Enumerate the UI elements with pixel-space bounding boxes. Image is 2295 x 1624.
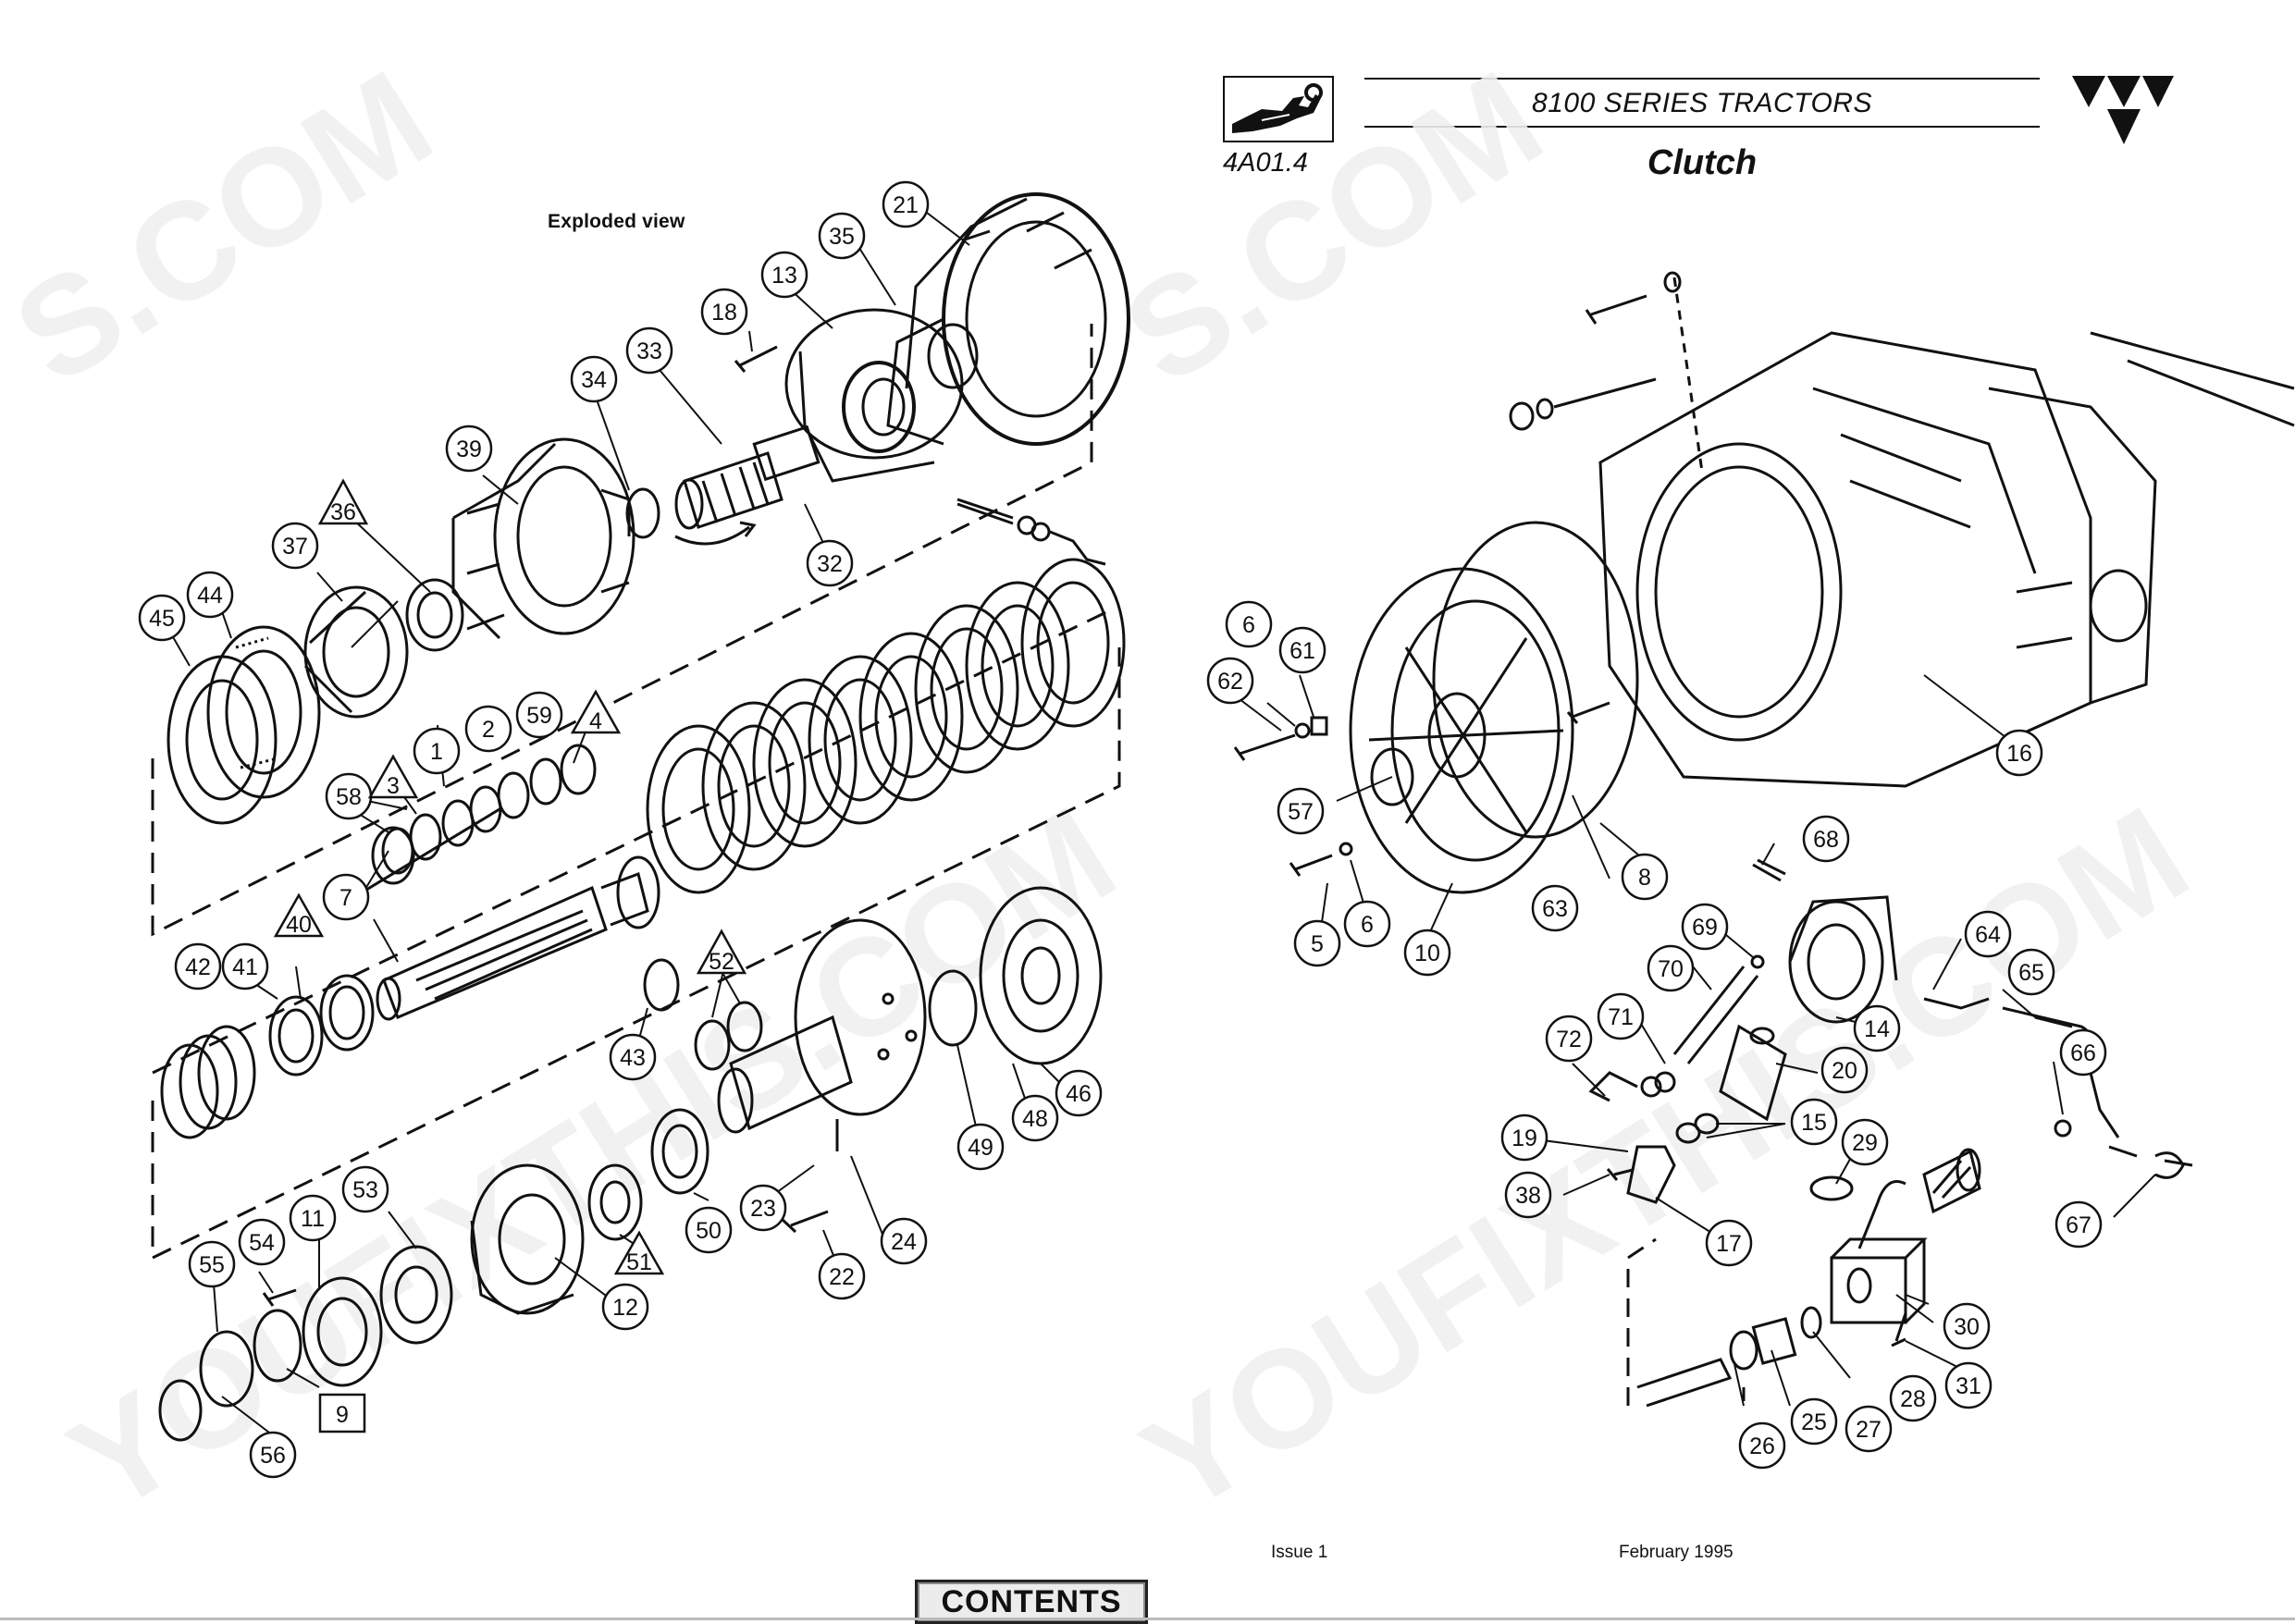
svg-text:52: 52 [709,949,734,975]
svg-text:16: 16 [2006,741,2032,767]
svg-text:39: 39 [456,437,482,462]
svg-text:66: 66 [2070,1040,2096,1066]
svg-text:28: 28 [1900,1386,1926,1412]
svg-text:5: 5 [1311,931,1324,957]
svg-text:69: 69 [1692,915,1718,941]
header-top-rule [1364,78,2040,80]
svg-text:6: 6 [1242,612,1255,638]
svg-text:6: 6 [1361,912,1374,938]
svg-text:50: 50 [696,1218,722,1244]
svg-text:12: 12 [612,1295,638,1321]
svg-text:56: 56 [260,1443,286,1469]
svg-text:37: 37 [282,534,308,560]
svg-text:2: 2 [482,717,495,743]
svg-text:22: 22 [829,1264,855,1290]
svg-text:54: 54 [249,1230,275,1256]
svg-text:41: 41 [232,954,258,980]
svg-text:30: 30 [1954,1314,1980,1340]
svg-text:38: 38 [1515,1183,1541,1209]
svg-text:53: 53 [352,1177,378,1203]
svg-text:17: 17 [1716,1231,1742,1257]
svg-text:72: 72 [1556,1027,1582,1052]
svg-text:59: 59 [526,703,552,729]
svg-text:S.COM: S.COM [1099,41,1567,413]
svg-text:7: 7 [339,885,352,911]
svg-text:1: 1 [430,739,443,765]
svg-text:44: 44 [197,583,223,609]
svg-text:34: 34 [581,367,607,393]
svg-text:26: 26 [1749,1433,1775,1459]
svg-text:63: 63 [1542,896,1568,922]
svg-text:48: 48 [1022,1106,1048,1132]
issue-label: Issue 1 [1271,1543,1328,1562]
svg-text:11: 11 [301,1206,325,1232]
svg-text:36: 36 [330,499,356,525]
svg-text:9: 9 [336,1402,349,1428]
svg-text:YOUFIXTHIS.COM: YOUFIXTHIS.COM [1117,777,2213,1542]
page-reference: 4A01.4 [1223,148,1308,178]
svg-text:65: 65 [2018,960,2044,986]
svg-text:8: 8 [1638,865,1651,891]
section-title: Clutch [1647,143,1758,182]
svg-text:68: 68 [1813,827,1839,853]
svg-text:32: 32 [817,551,843,577]
svg-text:35: 35 [829,224,855,250]
svg-text:49: 49 [968,1135,993,1161]
svg-text:27: 27 [1856,1417,1882,1443]
issue-date: February 1995 [1619,1543,1734,1562]
svg-text:55: 55 [199,1252,225,1278]
svg-text:31: 31 [1956,1373,1981,1399]
svg-text:64: 64 [1975,922,2001,948]
svg-text:18: 18 [711,300,737,326]
svg-text:45: 45 [149,606,175,632]
svg-text:19: 19 [1511,1126,1537,1151]
figure-caption: Exploded view [548,211,685,232]
series-title: 8100 SERIES TRACTORS [1532,88,1872,118]
svg-text:71: 71 [1608,1004,1634,1030]
svg-text:3: 3 [387,773,400,799]
wrench-hand-icon [1223,76,1334,142]
svg-text:43: 43 [620,1045,646,1071]
svg-text:61: 61 [1289,638,1315,664]
svg-text:4: 4 [589,708,602,734]
svg-text:58: 58 [336,784,362,810]
svg-text:24: 24 [891,1229,917,1255]
svg-text:62: 62 [1217,669,1243,695]
svg-text:14: 14 [1864,1016,1890,1042]
svg-text:57: 57 [1288,799,1314,825]
svg-text:10: 10 [1414,941,1440,966]
svg-text:40: 40 [286,912,312,938]
svg-text:S.COM: S.COM [0,41,457,413]
svg-text:29: 29 [1852,1130,1878,1156]
header-bottom-rule [1364,126,2040,128]
svg-text:20: 20 [1832,1058,1857,1084]
svg-text:15: 15 [1801,1110,1827,1136]
triple-triangle-logo-icon [2070,74,2176,151]
svg-text:21: 21 [893,192,919,218]
svg-text:51: 51 [626,1249,652,1275]
svg-text:70: 70 [1658,956,1684,982]
svg-text:46: 46 [1066,1081,1092,1107]
svg-text:23: 23 [750,1196,776,1222]
svg-text:25: 25 [1801,1409,1827,1435]
svg-text:67: 67 [2066,1212,2091,1238]
svg-text:42: 42 [185,954,211,980]
page-bottom-divider [0,1618,2295,1620]
svg-text:33: 33 [636,338,662,364]
svg-text:13: 13 [771,263,797,289]
